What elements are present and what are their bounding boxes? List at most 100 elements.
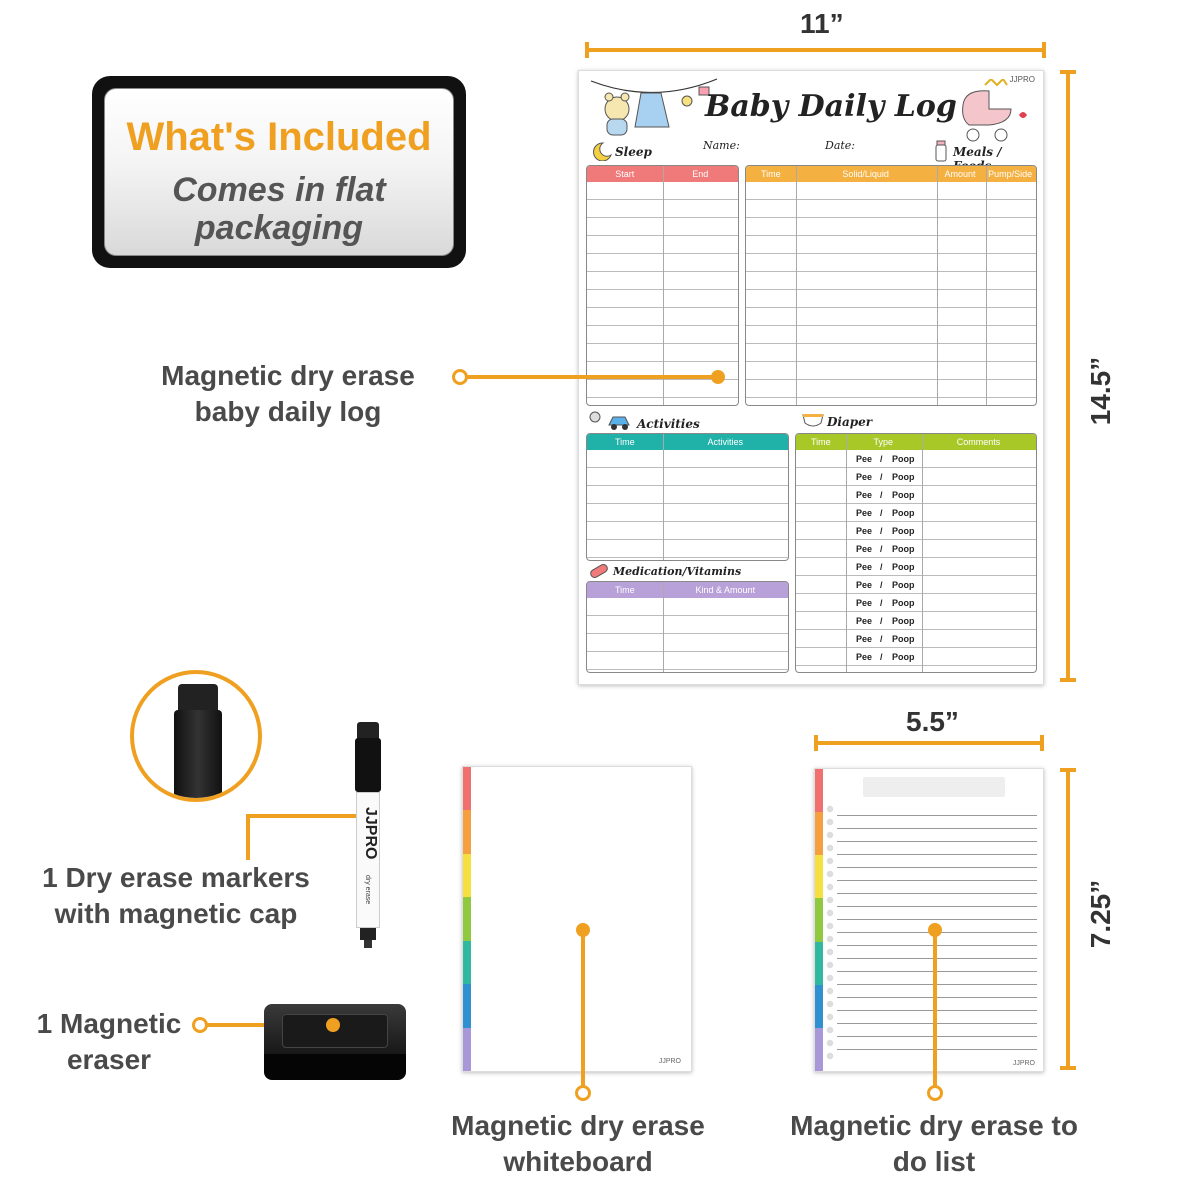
color-strip-segment — [815, 1027, 823, 1071]
marker-callout-horizontal — [246, 814, 366, 818]
color-strip-segment — [815, 941, 823, 985]
medication-table: Time Kind & Amount — [586, 581, 789, 673]
badge-subtitle: Comes in flat packaging — [172, 171, 386, 247]
height-large-dimension: 14.5” — [1085, 356, 1116, 426]
diaper-icon — [802, 414, 824, 427]
diaper-pee-option[interactable]: Pee — [856, 634, 873, 644]
diaper-poop-option[interactable]: Poop — [892, 526, 915, 536]
marker-cap-body — [174, 710, 222, 798]
marker-cap-clip — [355, 738, 381, 792]
meals-col-solid: Solid/Liquid — [842, 169, 889, 179]
diaper-poop-option[interactable]: Poop — [892, 580, 915, 590]
meals-divider-3 — [986, 166, 987, 405]
diaper-poop-option[interactable]: Poop — [892, 562, 915, 572]
diaper-header: Time Type Comments — [796, 434, 1036, 450]
medication-divider — [663, 582, 664, 672]
diaper-pee-option[interactable]: Pee — [856, 454, 873, 464]
diaper-poop-option[interactable]: Poop — [892, 598, 915, 608]
medication-col-kind: Kind & Amount — [695, 585, 756, 595]
diaper-pee-option[interactable]: Pee — [856, 580, 873, 590]
diaper-pee-option[interactable]: Pee — [856, 598, 873, 608]
badge-title: What's Included — [126, 115, 432, 159]
marker-tip — [364, 940, 372, 948]
medication-title: Medication/Vitamins — [613, 565, 742, 578]
width-large-dimension: 11” — [800, 8, 844, 39]
whiteboard-brand: JJPRO — [658, 1058, 681, 1065]
marker-sub: dry erase — [364, 875, 371, 905]
width-small-cap-right — [1040, 735, 1044, 751]
diaper-slash-option: / — [880, 634, 883, 644]
meals-rows[interactable] — [746, 182, 1036, 405]
meals-header: Time Solid/Liquid Amount Pump/Side — [746, 166, 1036, 182]
activities-col-time: Time — [614, 437, 635, 447]
marker-callout-vertical — [246, 814, 250, 860]
todo-callout-line — [933, 930, 937, 1086]
log-label: Magnetic dry erase baby daily log — [161, 360, 415, 427]
todo-callout-end — [927, 1085, 943, 1101]
todo-label: Magnetic dry erase to do list — [790, 1110, 1078, 1177]
sleep-divider — [663, 166, 664, 405]
eraser-label: 1 Magnetic eraser — [36, 1008, 182, 1075]
log-callout-line — [466, 375, 718, 379]
marker-label: 1 Dry erase markers with magnetic cap — [42, 862, 310, 929]
whiteboard-color-strip — [463, 767, 471, 1071]
diaper-pee-option[interactable]: Pee — [856, 616, 873, 626]
color-strip-segment — [815, 984, 823, 1028]
width-small-dimension: 5.5” — [906, 706, 959, 737]
todo-color-strip — [815, 769, 823, 1071]
diaper-rows[interactable] — [796, 450, 1036, 672]
marker-base — [360, 928, 376, 940]
diaper-title: Diaper — [827, 415, 873, 429]
medication-rows[interactable] — [587, 598, 788, 672]
width-small-cap-left — [814, 735, 818, 751]
activities-table: Time Activities — [586, 433, 789, 561]
diaper-poop-option[interactable]: Poop — [892, 490, 915, 500]
diaper-poop-option[interactable]: Poop — [892, 544, 915, 554]
bottle-icon — [935, 140, 947, 162]
activities-divider — [663, 434, 664, 560]
diaper-slash-option: / — [880, 616, 883, 626]
height-large-line — [1066, 70, 1070, 682]
diaper-pee-option[interactable]: Pee — [856, 562, 873, 572]
marker-brand: JJPRO — [362, 807, 379, 860]
height-small-line — [1066, 768, 1070, 1070]
eraser-callout-end — [326, 1018, 340, 1032]
diaper-poop-option[interactable]: Poop — [892, 508, 915, 518]
todo-checkboxes[interactable] — [826, 803, 834, 1061]
color-strip-segment — [815, 855, 823, 899]
activities-col-activities: Activities — [707, 437, 744, 447]
diaper-slash-option: / — [880, 652, 883, 662]
color-strip-segment — [463, 1027, 471, 1071]
sleep-col-start: Start — [615, 169, 635, 179]
diaper-divider-1 — [846, 434, 847, 672]
diaper-pee-option[interactable]: Pee — [856, 544, 873, 554]
date-label: Date: — [825, 139, 856, 152]
diaper-poop-option[interactable]: Poop — [892, 616, 915, 626]
height-small-cap-bottom — [1060, 1066, 1076, 1070]
color-strip-segment — [815, 898, 823, 942]
activities-title: Activities — [637, 417, 700, 431]
meals-col-time: Time — [760, 169, 781, 179]
diaper-pee-option[interactable]: Pee — [856, 472, 873, 482]
sleep-rows[interactable] — [587, 182, 738, 405]
sleep-header: Start End — [587, 166, 738, 182]
diaper-pee-option[interactable]: Pee — [856, 652, 873, 662]
sleep-col-end: End — [692, 169, 709, 179]
color-strip-segment — [815, 769, 823, 813]
log-callout-end — [711, 370, 725, 384]
diaper-poop-option[interactable]: Poop — [892, 454, 915, 464]
medication-header: Time Kind & Amount — [587, 582, 788, 598]
diaper-poop-option[interactable]: Poop — [892, 652, 915, 662]
color-strip-segment — [463, 897, 471, 941]
height-small-cap-top — [1060, 768, 1076, 772]
diaper-pee-option[interactable]: Pee — [856, 508, 873, 518]
sheet-title: Baby Daily Log — [705, 89, 957, 124]
diaper-poop-option[interactable]: Poop — [892, 472, 915, 482]
rattle-car-icon — [589, 411, 630, 430]
marker-barrel: JJPRO dry erase — [356, 792, 380, 928]
activities-rows[interactable] — [587, 450, 788, 560]
diaper-pee-option[interactable]: Pee — [856, 490, 873, 500]
diaper-pee-option[interactable]: Pee — [856, 526, 873, 536]
diaper-poop-option[interactable]: Poop — [892, 634, 915, 644]
